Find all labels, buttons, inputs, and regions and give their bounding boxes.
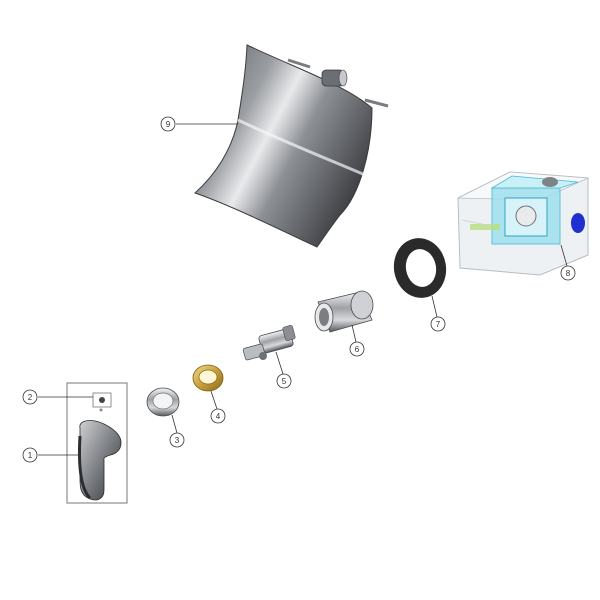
callout-7-label: 7 <box>436 320 441 329</box>
part-9-cover-plate <box>194 44 389 248</box>
part-5-cartridge <box>242 325 296 361</box>
callout-9-label: 9 <box>166 120 171 129</box>
part-7-gasket-ring <box>393 238 447 298</box>
callout-7: 7 <box>430 295 446 332</box>
callout-3-label: 3 <box>175 436 180 445</box>
callout-6: 6 <box>349 324 365 357</box>
part-4-brass-nut <box>192 364 224 392</box>
callout-3: 3 <box>169 414 185 448</box>
callout-2-label: 2 <box>28 393 33 402</box>
callout-2: 2 <box>22 389 93 405</box>
callout-1-label: 1 <box>28 451 33 460</box>
callout-8: 8 <box>560 244 576 281</box>
callout-1: 1 <box>22 447 80 463</box>
callout-4: 4 <box>210 390 226 424</box>
callout-9: 9 <box>160 116 238 132</box>
part-8-valve-box <box>457 171 590 276</box>
part-6-sleeve <box>314 290 374 333</box>
part-3-chrome-ring <box>146 387 180 417</box>
callout-6-label: 6 <box>355 345 360 354</box>
callout-4-label: 4 <box>216 412 221 421</box>
callout-5-label: 5 <box>282 377 287 386</box>
callout-5: 5 <box>275 351 292 389</box>
part-1-2-handle-group <box>66 382 128 504</box>
callout-8-label: 8 <box>566 269 571 278</box>
